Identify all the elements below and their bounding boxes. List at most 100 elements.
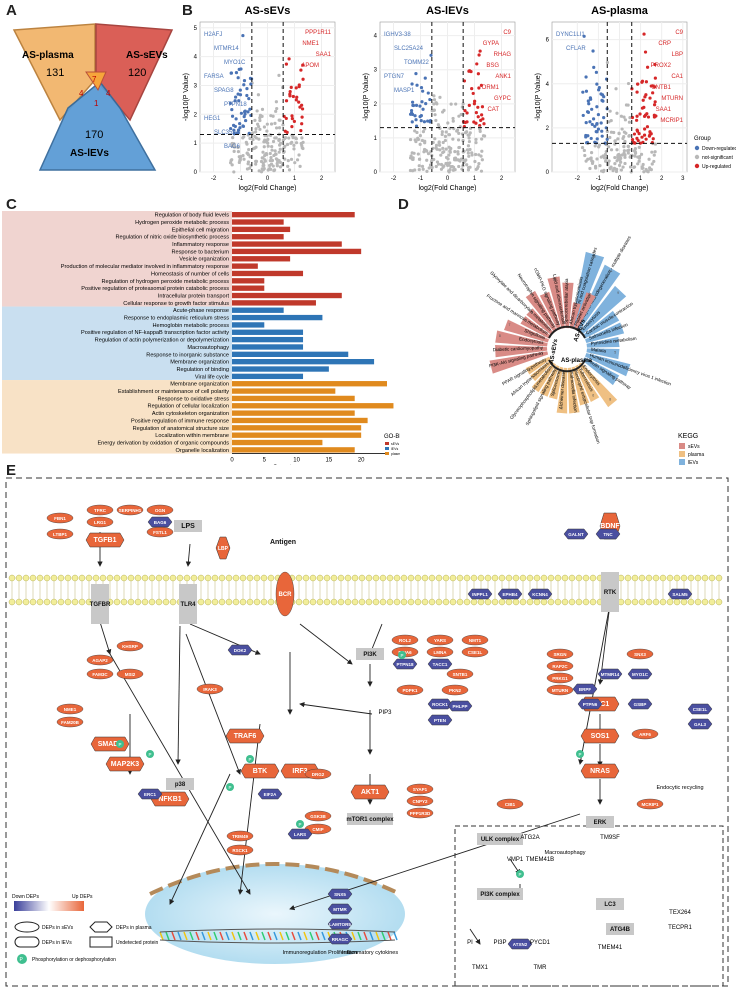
volcano-point xyxy=(434,118,438,123)
lipid-head xyxy=(715,574,723,582)
volcano-point xyxy=(643,113,648,117)
gobp-bar xyxy=(232,329,304,335)
volcano-point xyxy=(269,167,273,171)
legend-dot xyxy=(694,145,700,151)
venn-center xyxy=(85,71,107,92)
gene-label-down: BAG6 xyxy=(224,144,241,150)
node-label: GSBP xyxy=(634,702,647,707)
volcano-point xyxy=(413,114,417,118)
dna-base xyxy=(321,931,326,941)
volcano-point xyxy=(463,131,468,135)
volcano-point xyxy=(453,158,457,162)
volcano-point xyxy=(613,162,617,166)
x-tick: -2 xyxy=(575,176,581,182)
volcano-point xyxy=(637,156,641,160)
dna-base xyxy=(381,931,386,941)
lipid-head xyxy=(428,574,436,582)
volcano-point xyxy=(419,85,424,90)
volcano-point xyxy=(270,148,274,152)
volcano-point xyxy=(477,86,481,90)
y-tick: 2 xyxy=(546,126,550,132)
node-label: LBP xyxy=(218,546,229,552)
x-tick: 0 xyxy=(618,176,622,182)
phospho-marker xyxy=(398,651,406,659)
gene-label-up: APOM xyxy=(301,63,319,69)
gobp-bar xyxy=(232,248,362,255)
pathway-node: RRAGC xyxy=(327,933,353,945)
gobp-term-label: Hemoglobin metabolic process xyxy=(153,323,230,329)
pathway-node: SNTB1 xyxy=(446,668,474,680)
legend-levs-shape xyxy=(14,936,40,948)
volcano-point xyxy=(290,117,294,121)
volcano-point xyxy=(456,152,460,156)
gene-label-up: PROX2 xyxy=(651,63,672,69)
volcano-point xyxy=(457,145,461,150)
kegg-count: 7 xyxy=(624,366,626,370)
kegg-count: 8 xyxy=(498,348,500,352)
lipid-head xyxy=(554,598,562,606)
volcano-point xyxy=(268,158,272,163)
volcano-point xyxy=(440,132,444,137)
volcano-point xyxy=(466,148,471,152)
pathway-node: SERPINH1 xyxy=(116,504,144,516)
pathway-node: PI3K xyxy=(356,648,384,660)
volcano-point xyxy=(300,107,305,111)
kegg-hub-plasma: AS-plasma xyxy=(561,358,593,364)
volcano-point xyxy=(595,137,599,141)
pathway-node: SOS1 xyxy=(580,728,620,744)
gobp-bar xyxy=(232,388,336,394)
kegg-bar xyxy=(570,251,605,330)
volcano-point xyxy=(609,148,614,152)
lipid-head xyxy=(442,598,450,606)
kegg-hub-arc xyxy=(548,359,586,373)
node-label: TACC1 xyxy=(433,662,448,667)
pathway-node: KHSRP xyxy=(116,640,144,652)
dna-base xyxy=(273,931,278,941)
node-shape xyxy=(626,648,654,660)
panel-e-label: E xyxy=(6,462,17,479)
volcano-point xyxy=(635,129,640,133)
venn-inner-0: 7 xyxy=(92,75,97,84)
lipid-head xyxy=(323,574,331,582)
lipid-head xyxy=(267,598,275,606)
pathway-node: PTPN18 xyxy=(392,658,418,670)
pathway-label: Macroautophagy xyxy=(545,850,586,856)
gobp-group-bg xyxy=(2,306,232,381)
pathway-node: SALM5 xyxy=(667,588,693,600)
lipid-head xyxy=(575,574,583,582)
volcano-point xyxy=(628,115,632,120)
volcano-point xyxy=(468,165,472,169)
node-shape xyxy=(563,528,589,540)
lipid-head xyxy=(218,598,226,606)
volcano-point xyxy=(285,130,289,134)
node-label: ATXN2 xyxy=(513,942,528,947)
volcano-point xyxy=(474,152,478,157)
pathway-node: FSTL1 xyxy=(146,526,174,538)
node-label: CNPY2 xyxy=(412,799,428,804)
lipid-head xyxy=(232,574,240,582)
kegg-bar xyxy=(531,362,557,393)
volcano-point xyxy=(275,164,279,168)
pathway-edge xyxy=(469,928,481,945)
volcano-point xyxy=(299,129,303,133)
node-shape xyxy=(406,783,434,795)
venn-levs-label: AS-lEVs xyxy=(70,148,109,159)
volcano-point xyxy=(466,133,470,137)
volcano-point xyxy=(463,108,467,113)
lipid-head xyxy=(638,574,646,582)
volcano-point xyxy=(639,152,644,156)
node-shape xyxy=(596,898,624,910)
kegg-bar xyxy=(578,362,618,408)
volcano-point xyxy=(286,159,290,163)
volcano-point xyxy=(633,151,638,155)
lipid-head xyxy=(372,574,380,582)
node-label: CMIP xyxy=(312,827,323,832)
lipid-head xyxy=(407,598,415,606)
lipid-head xyxy=(582,574,590,582)
nuclear-envelope xyxy=(149,862,401,896)
lipid-head xyxy=(127,574,135,582)
lipid-head xyxy=(15,598,23,606)
y-tick: 4 xyxy=(374,34,378,40)
lipid-head xyxy=(645,598,653,606)
kegg-count: 5 xyxy=(553,392,555,396)
